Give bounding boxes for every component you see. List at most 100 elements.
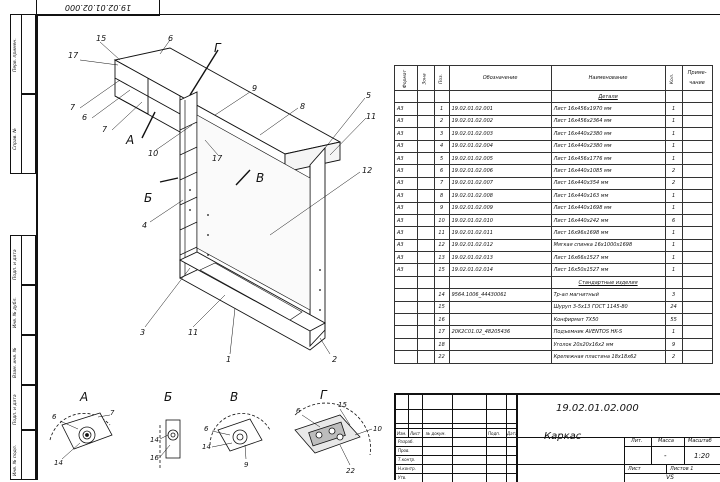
spec-cell-format: А3 xyxy=(393,127,419,141)
spec-cell-name: Подъемник AVENTOS HK-S xyxy=(550,325,666,339)
spec-cell-pos: 4 xyxy=(433,139,450,153)
tb-name: Каркас xyxy=(544,431,582,442)
spec-cell-zone xyxy=(417,313,435,327)
header-note: Приме-чание xyxy=(681,65,713,91)
spec-cell-zone xyxy=(417,275,435,290)
spec-cell-note xyxy=(681,251,713,265)
spec-cell-note xyxy=(681,238,713,253)
spec-cell-name: Стандартные изделия xyxy=(550,275,666,290)
spec-cell-pos: 1 xyxy=(433,102,450,116)
detail-views: 6 7 14 14 16 6 14 9 6 15 10 22 А Б В Г xyxy=(49,388,382,475)
left-strip-upper xyxy=(10,14,22,174)
spec-cell-name: Лист 16х440х354 мм xyxy=(550,176,666,191)
detail-v-callout: 14 xyxy=(202,443,211,451)
spec-cell-designation: 19.02.01.02.006 xyxy=(448,164,552,178)
spec-cell-designation: 19.02.01.02.013 xyxy=(448,251,552,265)
spec-cell-format: А3 xyxy=(393,102,419,116)
callout-6: 6 xyxy=(168,34,173,43)
left-tall-panel xyxy=(179,91,198,279)
spec-cell-note xyxy=(681,350,713,364)
spec-cell-designation xyxy=(448,350,552,364)
side-label: Инв. № дубл. xyxy=(13,297,18,328)
spec-cell-zone xyxy=(417,350,435,364)
spec-cell-note xyxy=(681,102,713,116)
spec-cell-format: А3 xyxy=(393,238,419,253)
spec-cell-pos: 6 xyxy=(433,164,450,178)
spec-cell-qty: 1 xyxy=(664,102,683,116)
header-designation: Обозначение xyxy=(448,65,552,91)
spec-cell-qty: 1 xyxy=(664,114,683,129)
spec-cell-qty xyxy=(664,89,683,104)
spec-cell-designation xyxy=(448,337,552,352)
spec-cell-note xyxy=(681,337,713,352)
top-designation-stamp: 19.02.01.02.000 xyxy=(36,0,160,16)
spec-cell-note xyxy=(681,151,713,166)
spec-cell-designation xyxy=(448,89,552,104)
spec-cell-note xyxy=(681,139,713,153)
left-strip-cell xyxy=(22,335,36,385)
side-label: Подп. и дата xyxy=(13,249,18,280)
spec-cell-zone xyxy=(417,288,435,302)
callout-9: 9 xyxy=(252,84,257,93)
left-strip-cell xyxy=(22,430,36,480)
spec-cell-zone xyxy=(417,325,435,339)
spec-cell-designation: 19.02.01.02.007 xyxy=(448,176,552,191)
spec-cell-name: Конфирмат 7Х50 xyxy=(550,313,666,327)
spec-cell-qty: 1 xyxy=(664,189,683,203)
top-designation: 19.02.01.02.000 xyxy=(64,3,132,12)
spec-cell-name: Лист 16х440х2380 мм xyxy=(550,139,666,153)
spec-cell-format xyxy=(393,350,419,364)
tb-col-label: Подп. xyxy=(488,431,501,436)
spec-cell-zone xyxy=(417,127,435,141)
spec-cell-pos: 22 xyxy=(433,350,450,364)
spec-cell-qty: 6 xyxy=(664,213,683,228)
spec-cell-note xyxy=(681,114,713,129)
spec-cell-designation xyxy=(448,300,552,315)
spec-cell-pos: 5 xyxy=(433,151,450,166)
spec-cell-designation: 19.02.01.02.010 xyxy=(448,213,552,228)
spec-cell-pos: 16 xyxy=(433,313,450,327)
spec-cell-zone xyxy=(417,263,435,277)
spec-cell-format: А3 xyxy=(393,226,419,240)
spec-cell-designation: 19.02.01.02.008 xyxy=(448,189,552,203)
detail-a-callout: 14 xyxy=(54,459,63,467)
spec-cell-qty: 2 xyxy=(664,176,683,191)
detail-a-callout: 6 xyxy=(52,413,57,421)
spec-cell-note xyxy=(681,189,713,203)
detail-a-callout: 7 xyxy=(110,409,115,417)
spec-cell-format: А3 xyxy=(393,251,419,265)
spec-cell-note xyxy=(681,201,713,215)
detail-letter-g: Г xyxy=(320,388,328,402)
drawing-frame xyxy=(36,14,720,480)
spec-cell-note xyxy=(681,288,713,302)
specification-table: Формат Зона Поз. Обозначение Наименовани… xyxy=(393,65,713,364)
callout-7: 7 xyxy=(102,125,108,134)
tb-role: Утв. xyxy=(398,475,407,480)
tb-col-label: Лист xyxy=(410,431,421,436)
spec-cell-qty: 9 xyxy=(664,337,683,352)
spec-cell-qty: 1 xyxy=(664,325,683,339)
spec-cell-pos: 18 xyxy=(433,337,450,352)
spec-section-row: Детали xyxy=(393,89,713,104)
spec-cell-qty: 3 xyxy=(664,288,683,302)
spec-cell-note xyxy=(681,263,713,277)
detail-g-callout: 6 xyxy=(296,407,301,415)
side-label: Справ. № xyxy=(13,128,18,150)
spec-cell-note xyxy=(681,275,713,290)
spec-cell-format: А3 xyxy=(393,213,419,228)
tb-role: Разраб. xyxy=(398,439,414,444)
main-isometric-view: 15 6 17 7 6 7 9 8 5 11 10 17 4 12 3 11 1… xyxy=(68,34,376,364)
tb-col-label: № докум. xyxy=(426,431,446,436)
detail-letter-a: А xyxy=(79,390,88,404)
spec-cell-designation: 19.02.01.02.003 xyxy=(448,127,552,141)
spec-cell-zone xyxy=(417,251,435,265)
title-block: 19.02.01.02.000 Каркас Лит. Масса Масшта… xyxy=(394,393,720,482)
spec-cell-name: Детали xyxy=(550,89,666,104)
view-letter-a: А xyxy=(125,133,134,147)
